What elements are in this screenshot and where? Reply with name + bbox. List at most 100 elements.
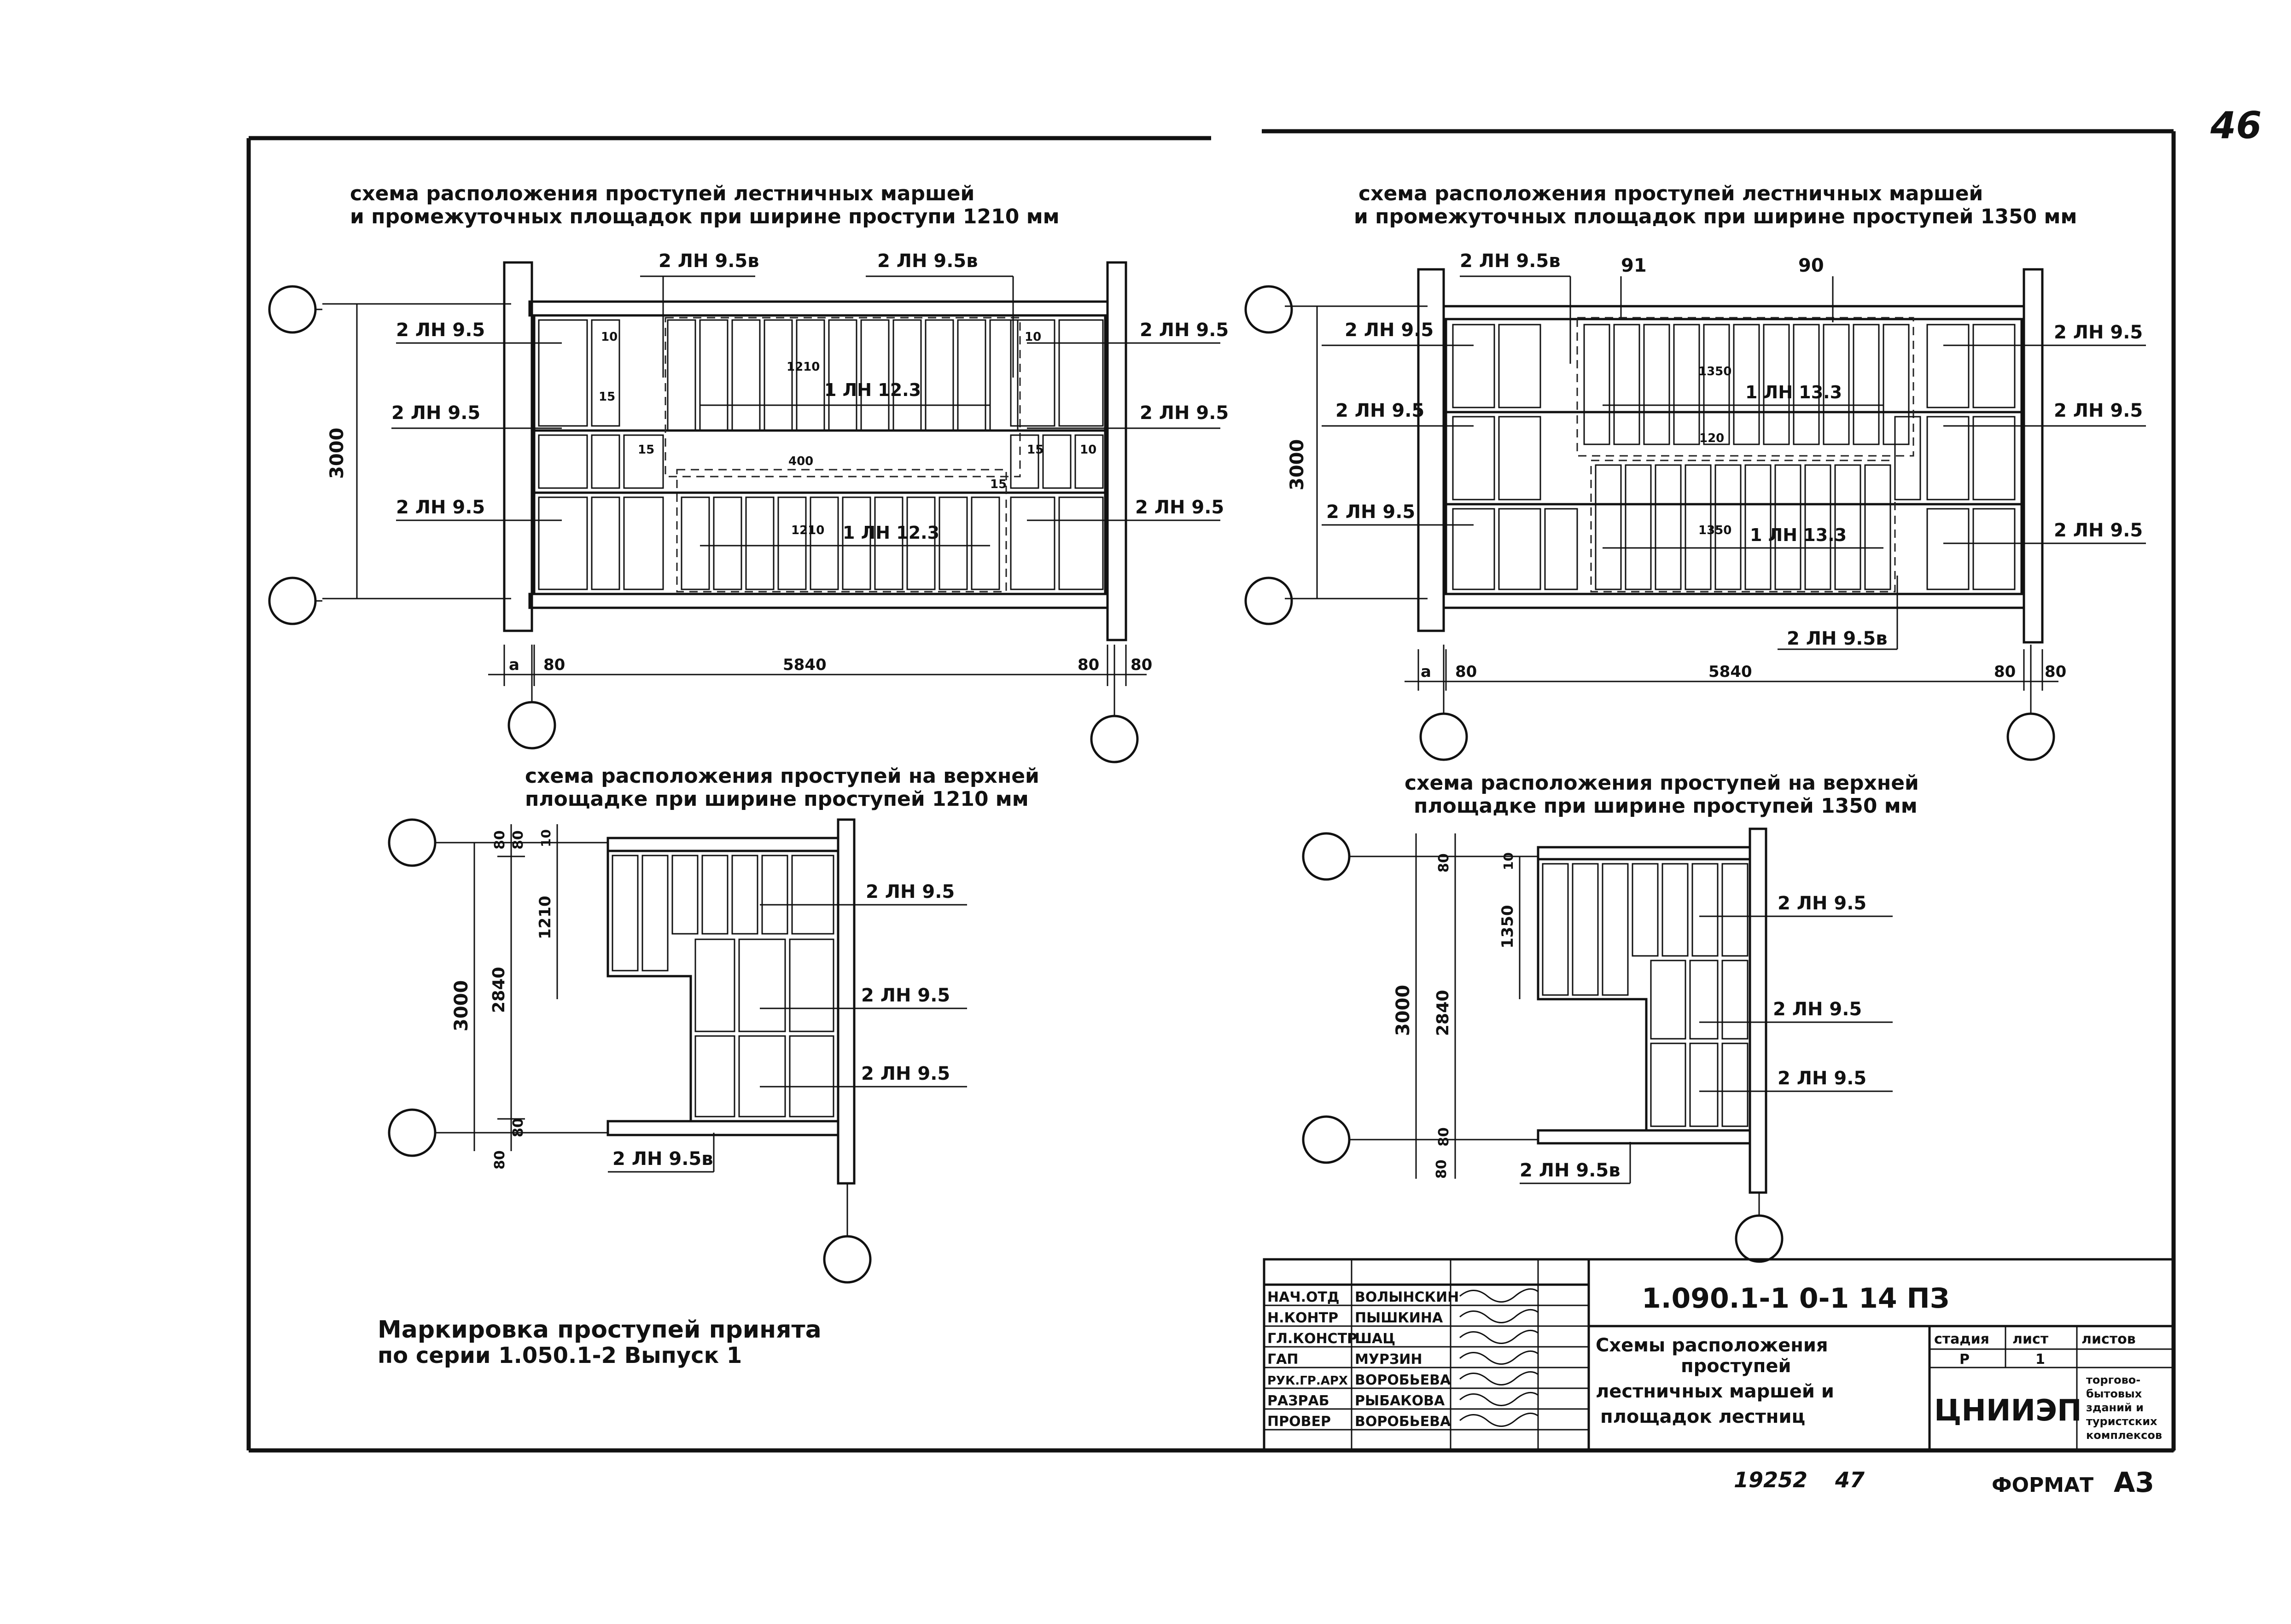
right-label-2: 2 ЛН 9.5 <box>861 985 950 1006</box>
scheme-2-flights-1350: схема расположения проступей лестничных … <box>1244 182 2146 761</box>
left-label-2: 2 ЛН 9.5 <box>1335 400 1424 421</box>
flight-upper-treads <box>1583 324 1910 445</box>
right-label-2: 2 ЛН 9.5 <box>1140 402 1229 424</box>
sheet-header: лист <box>2012 1331 2049 1347</box>
axis-marker <box>1419 712 1468 761</box>
inventory-number: 19252 <box>1734 1467 1807 1492</box>
flight-lower-label: 1 ЛН 13.3 <box>1750 525 1847 545</box>
axis-marker <box>1302 832 1351 881</box>
flight-lower-treads <box>681 496 1000 590</box>
sig-name-6: РЫБАКОВА <box>1355 1393 1445 1409</box>
landing-treads <box>612 855 834 1118</box>
dim-top-80: 80 <box>1436 853 1452 873</box>
tread <box>538 434 588 489</box>
axis-marker <box>388 1108 437 1157</box>
sig-role-2: Н.КОНТР <box>1267 1310 1338 1326</box>
org-subtitle-5: комплексов <box>2086 1429 2162 1442</box>
org-subtitle-4: туристских <box>2086 1415 2157 1428</box>
sig-name-5: ВОРОБЬЕВА <box>1355 1372 1451 1388</box>
sig-name-2: ПЫШКИНА <box>1355 1310 1443 1326</box>
tread <box>623 434 664 489</box>
right-label-1: 2 ЛН 9.5 <box>1778 893 1866 914</box>
slab-bottom <box>606 1120 839 1136</box>
flight-upper-label: 1 ЛН 13.3 <box>1745 382 1842 402</box>
axis-marker <box>268 576 317 625</box>
scheme-3-title-line-2: площадке при ширине проступей 1210 мм <box>525 787 1029 811</box>
axis-marker <box>1244 576 1293 625</box>
sig-name-1: ВОЛЫНСКИН <box>1355 1289 1459 1305</box>
sig-role-3: ГЛ.КОНСТР <box>1267 1331 1357 1347</box>
marking-note-line-1: Маркировка проступей принята <box>378 1316 822 1344</box>
sig-name-7: ВОРОБЬЕВА <box>1355 1414 1451 1430</box>
dim-bot-80b: 80 <box>492 1150 508 1170</box>
tread-width-dim: 1350 <box>1498 905 1517 949</box>
organization-name: ЦНИИЭП <box>1934 1394 2082 1428</box>
sheets-header: листов <box>2081 1331 2136 1347</box>
org-subtitle-1: торгово- <box>2086 1374 2140 1386</box>
dim-a: а <box>1421 663 1431 681</box>
sig-role-6: РАЗРАБ <box>1267 1393 1329 1409</box>
slab-bottom <box>528 593 1109 609</box>
dim-bot-80b: 80 <box>1434 1159 1450 1179</box>
top-label-1: 2 ЛН 9.5в <box>659 250 759 272</box>
tread <box>538 496 588 590</box>
dim-a: а <box>509 656 519 674</box>
dim-left-80: 80 <box>1455 663 1477 681</box>
flight-upper-treads <box>667 319 1019 431</box>
title-block: НАЧ.ОТД ВОЛЫНСКИН Н.КОНТР ПЫШКИНА ГЛ.КОН… <box>1263 1258 2175 1452</box>
document-code: 1.090.1-1 0-1 14 ПЗ <box>1642 1282 1949 1315</box>
bottom-label: 2 ЛН 9.5в <box>1520 1160 1621 1181</box>
inner-dim: 2840 <box>490 967 508 1013</box>
flight-upper-label: 1 ЛН 12.3 <box>824 380 921 400</box>
right-label-2: 2 ЛН 9.5 <box>1773 999 1862 1020</box>
tread-width-dim: 1210 <box>536 896 554 939</box>
dim-small-10: 10 <box>1501 852 1516 870</box>
right-label-3: 2 ЛН 9.5 <box>1135 497 1224 518</box>
scheme-1-title-line-2: и промежуточных площадок при ширине прос… <box>350 205 1060 228</box>
tread <box>591 496 620 590</box>
right-label-3: 2 ЛН 9.5 <box>861 1063 950 1084</box>
tread-area <box>1445 318 2023 595</box>
gap-label: 10 <box>1080 443 1096 457</box>
axis-marker <box>1090 715 1139 763</box>
left-wall <box>1417 268 1445 632</box>
left-label-2: 2 ЛН 9.5 <box>391 402 480 424</box>
scheme-3-title-line-1: схема расположения проступей на верхней <box>525 764 1039 788</box>
bottom-label: 2 ЛН 9.5в <box>1787 628 1888 649</box>
gap-label: 120 <box>1699 431 1724 445</box>
format-value: А3 <box>2114 1467 2154 1499</box>
right-label-1: 2 ЛН 9.5 <box>2054 322 2143 343</box>
gap-label: 10 <box>601 330 618 344</box>
tread <box>591 434 620 489</box>
inner-dim: 2840 <box>1434 990 1452 1036</box>
tread-width-label: 1350 <box>1698 365 1731 378</box>
sig-name-4: МУРЗИН <box>1355 1351 1422 1368</box>
right-label-3: 2 ЛН 9.5 <box>2054 520 2143 541</box>
scheme-4-upper-landing-1350: схема расположения проступей на верхней … <box>1302 771 1919 1263</box>
right-wall <box>2023 268 2044 644</box>
dim-right-80b: 80 <box>1131 656 1152 674</box>
dim-small-10: 10 <box>538 829 554 847</box>
axis-marker <box>1735 1214 1784 1263</box>
height-dim: 3000 <box>451 980 472 1031</box>
org-subtitle-3: зданий и <box>2086 1401 2144 1414</box>
scheme-3-upper-landing-1210: схема расположения проступей на верхней … <box>388 764 1039 1284</box>
top-label-3: 90 <box>1798 255 1824 276</box>
top-label-1: 2 ЛН 9.5в <box>1460 250 1561 272</box>
format-label: ФОРМАТ <box>1992 1473 2093 1497</box>
description-line-3: лестничных маршей и <box>1596 1381 1834 1402</box>
dim-length: 5840 <box>1708 663 1752 681</box>
scheme-4-title-line-2: площадке при ширине проступей 1350 мм <box>1414 794 1918 818</box>
sig-role-1: НАЧ.ОТД <box>1267 1289 1340 1305</box>
slab-top <box>606 837 839 852</box>
gap-label: 10 <box>1025 330 1041 344</box>
page-number: 46 <box>2210 104 2262 147</box>
sig-name-3: ШАЦ <box>1355 1331 1395 1347</box>
gap-label: 15 <box>1027 443 1043 457</box>
flight-lower-label: 1 ЛН 12.3 <box>843 523 939 543</box>
dim-right-80b: 80 <box>2045 663 2066 681</box>
scheme-4-title-line-1: схема расположения проступей на верхней <box>1405 771 1919 795</box>
sig-role-5: РУК.ГР.АРХ <box>1267 1374 1348 1388</box>
copy-number: 47 <box>1835 1467 1865 1492</box>
dim-bot-80a: 80 <box>1436 1127 1452 1147</box>
